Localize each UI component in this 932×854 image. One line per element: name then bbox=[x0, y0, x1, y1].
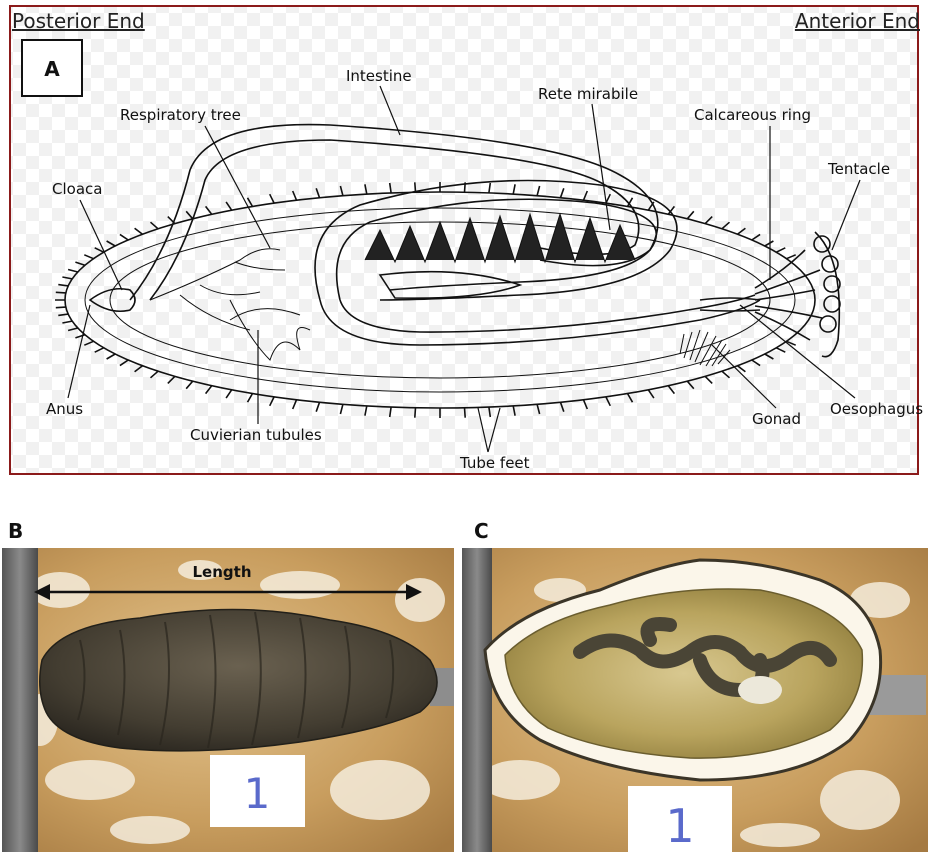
label-intestine: Intestine bbox=[346, 67, 412, 85]
label-anus: Anus bbox=[46, 400, 83, 418]
length-label: Length bbox=[193, 563, 252, 581]
label-oesophagus: Oesophagus bbox=[830, 400, 923, 418]
panel-b-tag-number: 1 bbox=[244, 769, 271, 818]
panel-a-letter: A bbox=[44, 57, 60, 81]
label-respiratory-tree: Respiratory tree bbox=[120, 106, 241, 124]
label-calcareous-ring: Calcareous ring bbox=[694, 106, 811, 124]
panel-c-ruler-left bbox=[462, 548, 492, 852]
label-rete-mirabile: Rete mirabile bbox=[538, 85, 638, 103]
anterior-end-label: Anterior End bbox=[795, 9, 920, 33]
panel-b: B Length 1 bbox=[2, 519, 454, 852]
label-cloaca: Cloaca bbox=[52, 180, 102, 198]
label-tube-feet: Tube feet bbox=[459, 454, 530, 472]
panel-a: Posterior End Anterior End A bbox=[10, 6, 923, 474]
panel-c-gonad-white bbox=[738, 676, 782, 704]
panel-b-ruler-left bbox=[2, 548, 38, 852]
panel-c: C 1 bbox=[462, 519, 928, 853]
panel-b-letter: B bbox=[8, 519, 23, 543]
posterior-end-label: Posterior End bbox=[12, 9, 145, 33]
label-gonad: Gonad bbox=[752, 410, 801, 428]
label-cuvierian-tubules: Cuvierian tubules bbox=[190, 426, 322, 444]
label-tentacle: Tentacle bbox=[827, 160, 890, 178]
panel-c-letter: C bbox=[474, 519, 489, 543]
panel-c-tag-number: 1 bbox=[665, 799, 694, 853]
